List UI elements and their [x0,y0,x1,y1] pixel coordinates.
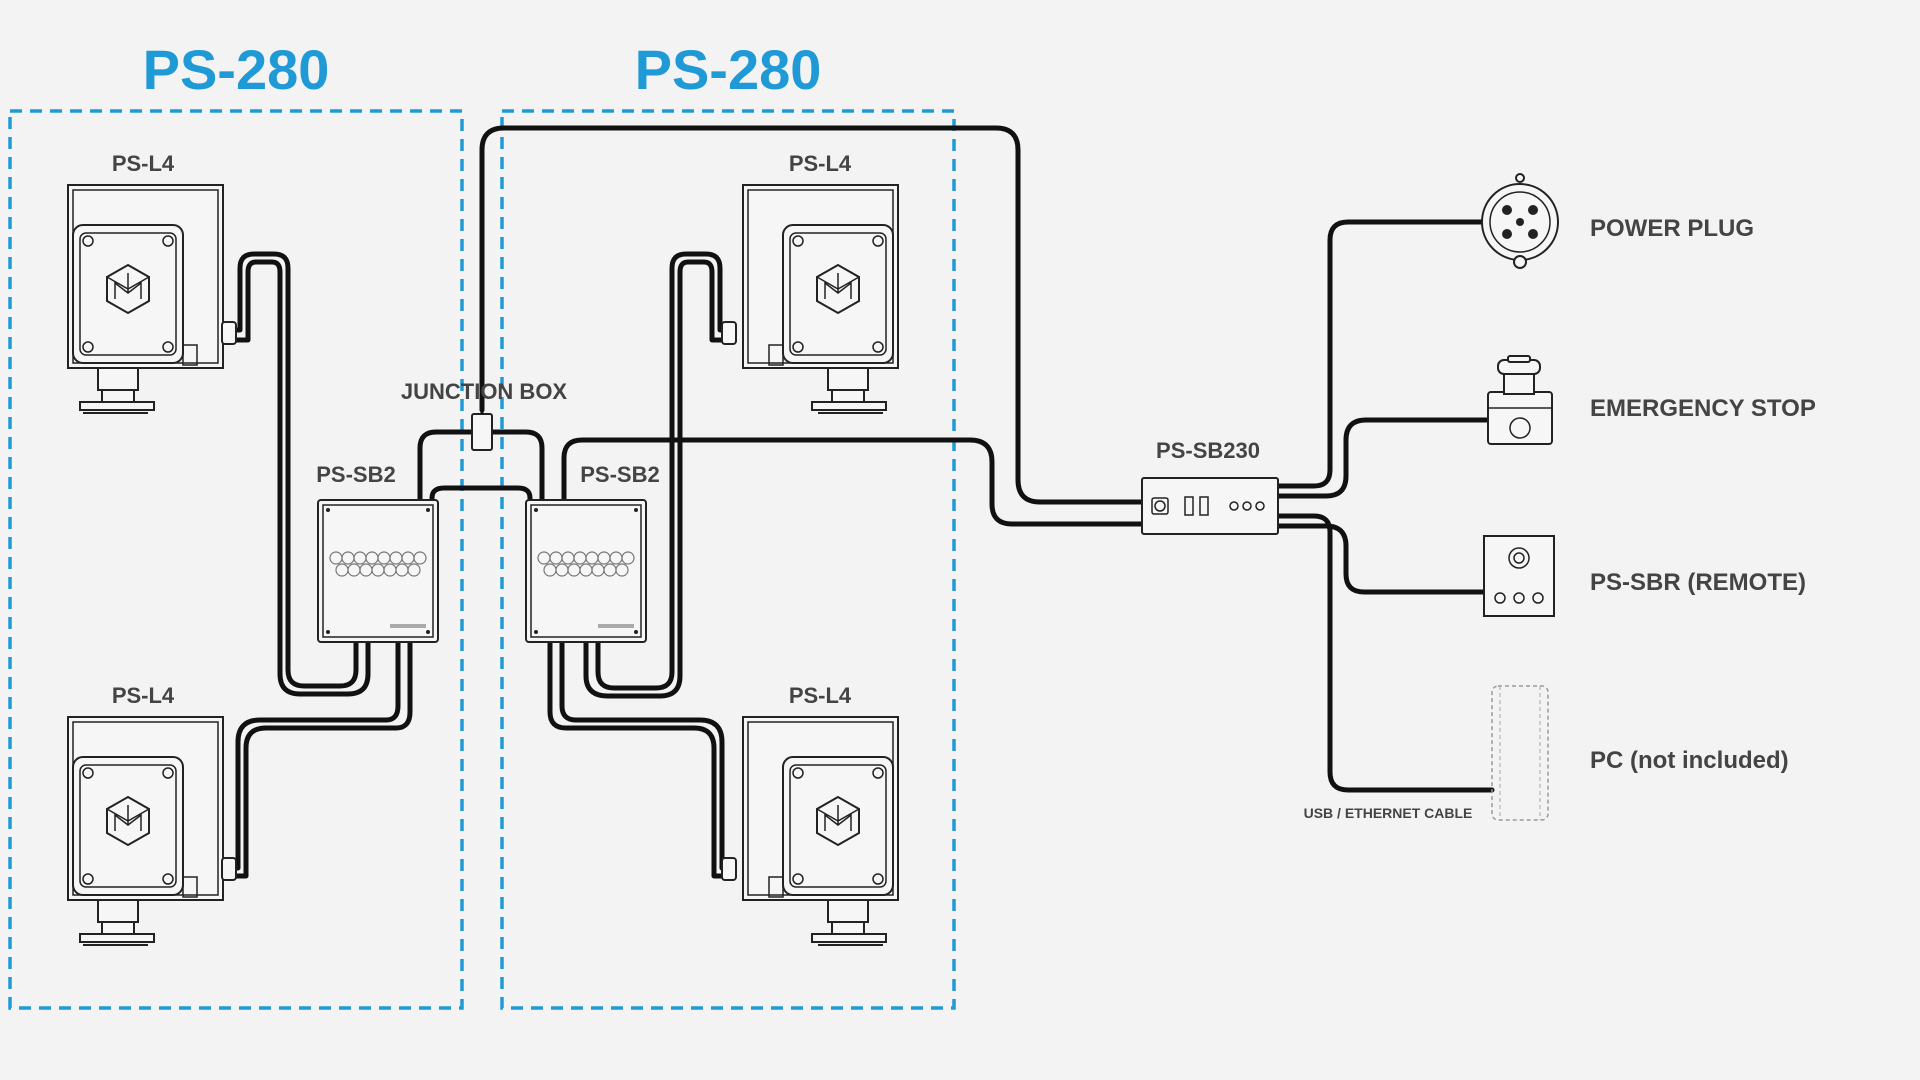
ps-sb2-label: PS-SB2 [580,462,659,487]
ps-l4-label: PS-L4 [789,151,852,176]
junction-box: JUNCTION BOX [401,379,568,451]
cables [229,125,1495,879]
ps-sb2-label: PS-SB2 [316,462,395,487]
power-plug-label: POWER PLUG [1590,215,1754,242]
power-plug: POWER PLUG [1481,173,1754,269]
ps-l4-bottom-left: PS-L4 [67,683,237,946]
ps-l4-label: PS-L4 [112,683,175,708]
ps-sb230-label: PS-SB230 [1156,438,1260,463]
ps-sbr-remote: PS-SBR (REMOTE) [1483,535,1806,617]
ps-l4-label: PS-L4 [789,683,852,708]
ps-l4-label: PS-L4 [112,151,175,176]
ps-sb230: PS-SB230 [1141,438,1279,535]
ps-l4-top-right: PS-L4 [721,151,899,414]
group-box-right [500,109,956,1010]
ps-l4-top-left: PS-L4 [67,151,237,414]
junction-box-label: JUNCTION BOX [401,379,568,404]
group-title-right: PS-280 [635,38,822,101]
usb-ethernet-cable-label: USB / ETHERNET CABLE [1304,805,1473,821]
pc-label: PC (not included) [1590,747,1789,774]
group-box-left [8,109,464,1010]
emergency-stop-icon [1487,355,1553,445]
ps-sbr-remote-label: PS-SBR (REMOTE) [1590,569,1806,596]
emergency-stop: EMERGENCY STOP [1487,355,1816,445]
power-plug-icon [1481,173,1559,269]
ps-sb2-right: PS-SB2 [525,462,660,643]
ps-l4-bottom-right: PS-L4 [721,683,899,946]
emergency-stop-label: EMERGENCY STOP [1590,395,1816,422]
group-title-left: PS-280 [143,38,330,101]
pc: PC (not included) [1491,685,1789,821]
ps-sb2-left: PS-SB2 [316,462,439,643]
pc-outline [1491,685,1549,821]
